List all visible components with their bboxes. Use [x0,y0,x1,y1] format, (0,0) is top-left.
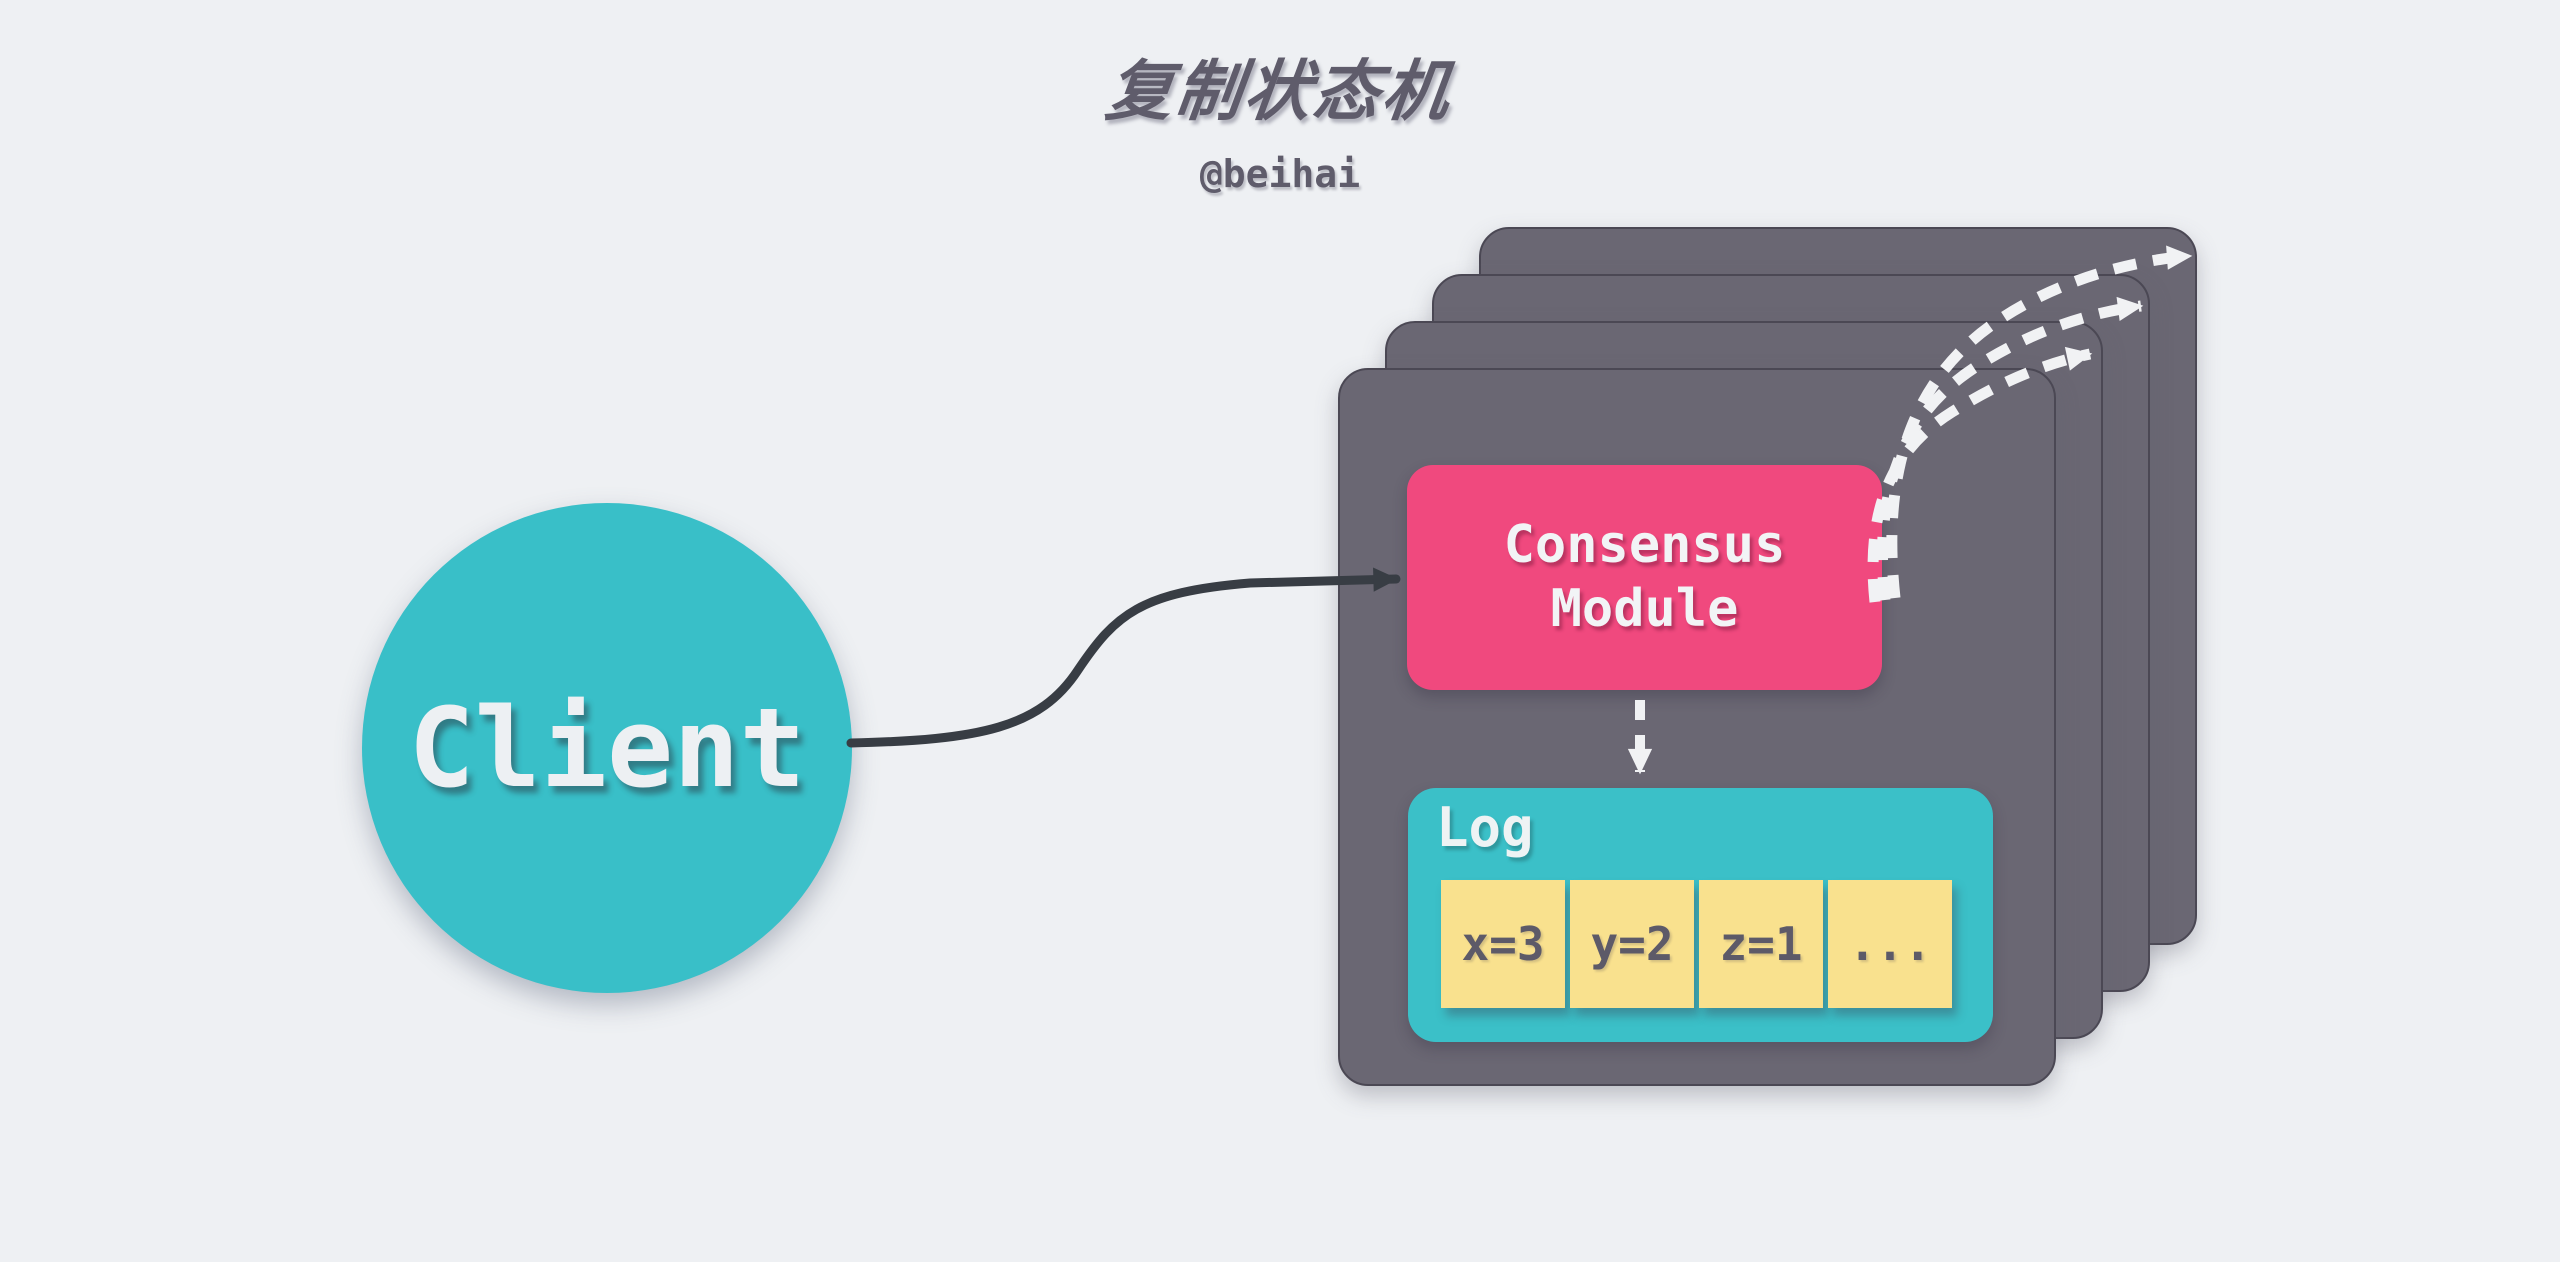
client-label: Client [408,684,806,812]
log-label: Log [1436,796,1534,859]
author-credit: @beihai [1199,152,1361,196]
server-replica-front: Consensus Module Log x=3 y=2 z=1 ... [1338,368,2056,1086]
log-box: Log x=3 y=2 z=1 ... [1408,788,1993,1042]
log-entries: x=3 y=2 z=1 ... [1441,880,1952,1008]
page-title: 复制状态机 [1102,53,1457,130]
consensus-label-line1: Consensus [1503,515,1786,576]
consensus-module-box: Consensus Module [1407,465,1882,690]
log-entry: y=2 [1570,880,1694,1008]
consensus-label-line2: Module [1550,578,1739,639]
log-entry: x=3 [1441,880,1565,1008]
log-entry: ... [1828,880,1952,1008]
client-request-arrow [846,567,1401,748]
log-entry: z=1 [1699,880,1823,1008]
client-node: Client [362,503,852,993]
